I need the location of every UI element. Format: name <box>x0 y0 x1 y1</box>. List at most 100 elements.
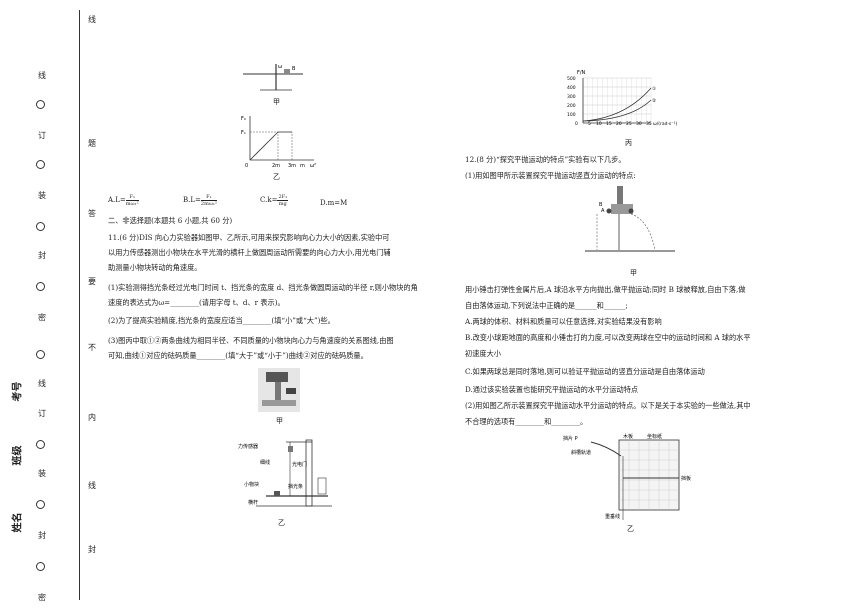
fig-caption: 甲 <box>630 269 637 277</box>
ball-label: B <box>599 202 603 208</box>
option-d: D.通过该实验装置也能研究平抛运动的水平分运动特点 <box>465 385 639 394</box>
graph-label: 2m <box>272 163 280 169</box>
question-text: (2)为了提高实验精度,挡光条的宽度应适当________(填“小”或“大”)些… <box>108 316 335 325</box>
ball-label: A <box>601 208 605 214</box>
apparatus-diagram: 力传感器 细线 光电门 小物块 挡光条 横杆 <box>238 439 332 507</box>
diagram-label: 光电门 <box>292 461 307 468</box>
diagram-label: 力传感器 <box>238 443 258 450</box>
margin-char: 封 <box>88 545 96 554</box>
question-text: (1)用如图甲所示装置探究平抛运动竖直分运动的特点: <box>465 171 636 180</box>
margin-char: 不 <box>88 343 96 352</box>
question-title: 12.(8 分)“探究平抛运动的特点”实验有以下几步。 <box>465 155 626 164</box>
fig-caption: 乙 <box>278 519 285 527</box>
option-c: C.如果两球总是同时落地,则可以验证平抛运动的竖直分运动是自由落体运动 <box>465 367 705 376</box>
question-text: (2)用如图乙所示装置探究平抛运动水平分运动的特点。以下是关于本实验的一些做法,… <box>465 401 751 410</box>
margin-circle <box>36 222 45 231</box>
question-text: 以用力传感器测出小物块在水平光滑的横杆上做圆周运动所需要的向心力大小,用光电门辅 <box>108 248 391 257</box>
x-tick: 5 <box>588 121 591 127</box>
margin-circle <box>36 100 45 109</box>
y-tick: 500 <box>567 76 576 82</box>
question-text: (1)实验测得挡光条经过光电门时间 t、挡光条的宽度 d、挡光条做圆周运动的半径… <box>108 283 418 292</box>
question-text: (3)图丙中取①②两条曲线为相同半径、不同质量的小物块向心力与角速度的关系图线,… <box>108 336 394 345</box>
margin-char: 密 <box>38 313 46 322</box>
margin-circle <box>36 160 45 169</box>
margin-circle <box>36 440 45 449</box>
graph-label: 0 <box>245 163 248 169</box>
margin-char: 线 <box>88 481 96 490</box>
rotating-rod-figure: ω B <box>243 64 303 91</box>
question-text: 可知,曲线①对应的砝码质量________(填“大于”或“小于”)曲线②对应的砝… <box>108 351 368 360</box>
margin-char: 答 <box>88 209 96 218</box>
question-text: 助测量小物块转动的角速度。 <box>108 263 202 272</box>
force-omega-graph: F/N 500 400 300 200 100 0 5 10 15 20 25 … <box>567 70 677 127</box>
apparatus-photo <box>258 368 300 412</box>
y-tick: 200 <box>567 103 576 109</box>
margin-char: 线 <box>38 71 46 80</box>
option-b-cont: 初速度大小 <box>465 349 501 358</box>
x-label: ω/(rad·s⁻¹) <box>653 121 677 127</box>
question-text: 不合理的选项有________和________。 <box>465 417 588 426</box>
graph-label: 3m <box>288 163 296 169</box>
figure-label: 挡板 <box>681 475 691 482</box>
y-tick: 400 <box>567 85 576 91</box>
svg-text:B: B <box>292 66 296 72</box>
margin-char: 线 <box>88 15 96 24</box>
curve-label: ① <box>652 86 656 92</box>
option-b: B.改变小球距地面的高度和小锤击打的力度,可以改变两球在空中的运动时间和 A 球… <box>465 333 751 342</box>
diagram-label: 细线 <box>260 459 270 466</box>
fig-caption: 乙 <box>627 525 634 533</box>
margin-circle <box>36 562 45 571</box>
figure-label: 斜槽轨道 <box>571 449 591 456</box>
margin-circle <box>36 282 45 291</box>
x-tick: 15 <box>606 121 612 127</box>
margin-circle <box>36 350 45 359</box>
projectile-figure: A B <box>585 186 675 252</box>
force-graph: F₀ F₁ 0 2m 3m m ω² <box>241 116 316 169</box>
figure-label: 重垂线 <box>605 513 620 520</box>
margin-char: 要 <box>88 277 96 286</box>
margin-char: 装 <box>38 469 46 478</box>
curve-1 <box>582 87 652 122</box>
binding-margin: 线 订 装 封 密 线 订 装 封 密 线 题 答 要 不 内 线 封 考号 班… <box>0 0 120 608</box>
student-id-label: 考号 <box>12 381 24 402</box>
margin-char: 封 <box>38 531 46 540</box>
graph-y-label: F/N <box>577 70 586 76</box>
fig-caption: 甲 <box>276 417 283 425</box>
y-tick: 100 <box>567 112 576 118</box>
board-figure: 挡片 P 木板 坐标纸 斜槽轨道 挡板 重垂线 <box>563 433 691 520</box>
margin-char: 内 <box>88 413 96 422</box>
x-tick: 20 <box>616 121 622 127</box>
fig-caption: 丙 <box>625 139 632 147</box>
diagram-label: 横杆 <box>248 499 258 506</box>
question-text: 11.(6 分)DIS 向心力实验器如图甲、乙所示,可用来探究影响向心力大小的因… <box>108 233 390 242</box>
binding-line <box>79 10 80 600</box>
curve-2 <box>582 99 652 122</box>
class-label: 班级 <box>12 445 24 466</box>
figure-label: 坐标纸 <box>647 433 662 440</box>
question-text: 速度的表达式为ω=________(请用字母 t、d、r 表示)。 <box>108 298 285 307</box>
x-tick: 25 <box>626 121 632 127</box>
y-tick: 0 <box>575 121 578 127</box>
graph-label: m <box>300 163 305 169</box>
margin-char: 封 <box>38 251 46 260</box>
option-a: A.两球的体积、材料和质量可以任意选择,对实验结果没有影响 <box>465 317 662 326</box>
y-tick: 300 <box>567 94 576 100</box>
figure-label: 木板 <box>623 433 633 440</box>
margin-char: 装 <box>38 191 46 200</box>
x-tick: 30 <box>636 121 642 127</box>
diagram-label: 挡光条 <box>288 483 303 490</box>
margin-char: 线 <box>38 379 46 388</box>
curve-label: ② <box>652 98 656 104</box>
section-title: 二、非选择题(本题共 6 小题,共 60 分) <box>108 216 233 225</box>
x-tick: 35 <box>646 121 652 127</box>
graph-label: ω² <box>310 163 316 169</box>
fig-caption: 乙 <box>273 173 280 181</box>
svg-text:ω: ω <box>278 64 282 70</box>
question-text: 自由落体运动,下列说法中正确的是______和______; <box>465 301 628 310</box>
margin-char: 密 <box>38 593 46 602</box>
question-text: 用小锤击打弹性金属片后,A 球沿水平方向抛出,做平抛运动;同时 B 球被释放,自… <box>465 285 746 294</box>
